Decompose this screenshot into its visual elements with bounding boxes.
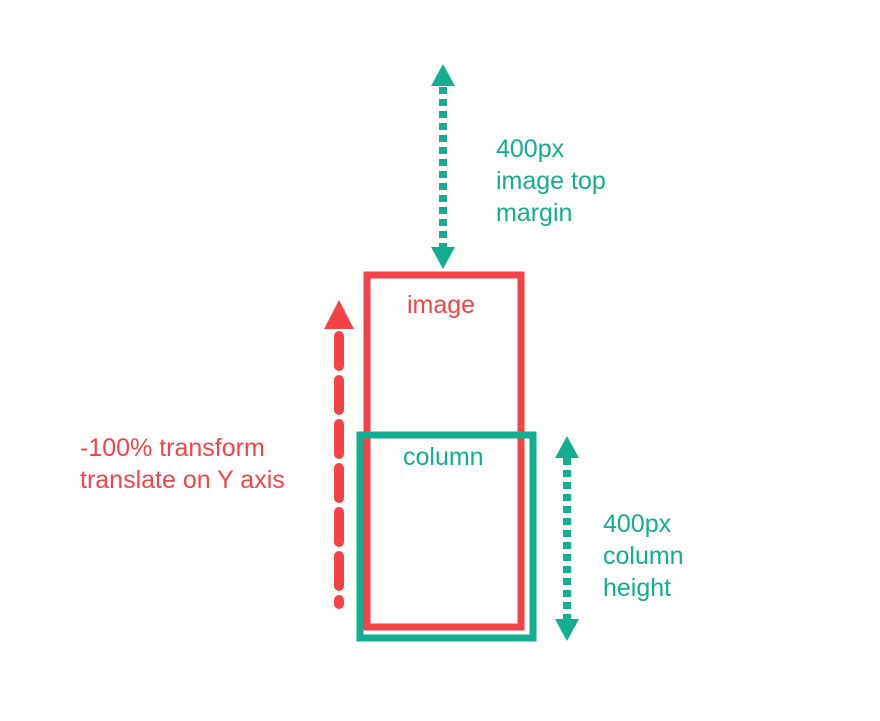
transform-label: -100% transform translate on Y axis [80,432,285,496]
top-margin-label: 400px image top margin [496,133,606,229]
column-height-label-line-2: column [603,542,684,570]
top-margin-label-line-3: margin [496,199,573,227]
transform-label-line-2: translate on Y axis [80,466,285,494]
column-height-label: 400px column height [603,508,684,604]
top-margin-arrow-head-up [431,64,455,86]
top-margin-label-line-2: image top [496,167,606,195]
column-height-arrow-head-up [555,436,579,458]
top-margin-label-line-1: 400px [496,135,565,163]
column-height-label-line-1: 400px [603,510,672,538]
transform-arrow [324,300,354,609]
column-box-label-text: column [403,443,484,471]
top-margin-arrow [431,64,455,269]
column-box [356,431,537,642]
transform-arrow-head [324,300,354,329]
column-height-arrow [555,436,579,641]
column-height-label-line-3: height [603,574,672,602]
column-box-label: column [403,441,484,473]
column-height-arrow-head-down [555,619,579,641]
top-margin-arrow-head-down [431,247,455,269]
transform-label-line-1: -100% transform [80,434,265,462]
image-box-label-text: image [407,291,476,319]
image-box-label: image [407,289,475,321]
image-box [363,271,525,631]
